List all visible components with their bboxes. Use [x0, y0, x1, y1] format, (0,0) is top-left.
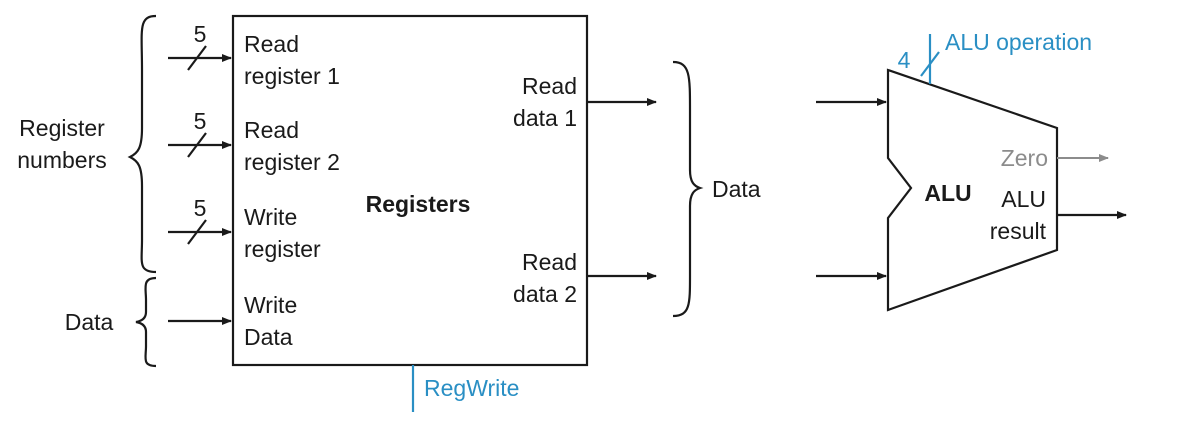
- register-file-box: [231, 14, 589, 367]
- regwrite-label: RegWrite: [424, 375, 519, 401]
- register-numbers-label-line2: numbers: [17, 147, 106, 173]
- read-register-2-bus-slash: [187, 132, 207, 158]
- data-input-label: Data: [65, 309, 114, 335]
- register-file-title: Registers: [366, 191, 471, 217]
- zero-label: Zero: [1001, 145, 1048, 171]
- read-register-1-label-line2: register 1: [244, 63, 340, 89]
- alu-result-label-line2: result: [990, 218, 1047, 244]
- read-data-2-label-line1: Read: [522, 249, 577, 275]
- write-data-label-line2: Data: [244, 324, 293, 350]
- read-register-1-bus-slash: [187, 45, 207, 71]
- read-data-1-label-line1: Read: [522, 73, 577, 99]
- register-numbers-label-line1: Register: [19, 115, 105, 141]
- write-register-label-line1: Write: [244, 204, 297, 230]
- read-register-2-bus-width: 5: [194, 108, 207, 134]
- read-register-2-label-line2: register 2: [244, 149, 340, 175]
- read-register-2-label-line1: Read: [244, 117, 299, 143]
- write-register-bus-width: 5: [194, 195, 207, 221]
- register-numbers-brace: [127, 14, 157, 274]
- alu-operation-bus-width: 4: [898, 47, 911, 73]
- write-register-label-line2: register: [244, 236, 321, 262]
- write-register-bus-slash: [187, 219, 207, 245]
- read-register-1-bus-width: 5: [194, 21, 207, 47]
- alu-operation-bus-slash: [920, 51, 940, 77]
- data-output-label: Data: [712, 176, 761, 202]
- read-data-1-label-line2: data 1: [513, 105, 577, 131]
- write-data-label-line1: Write: [244, 292, 297, 318]
- read-register-1-label-line1: Read: [244, 31, 299, 57]
- alu-title: ALU: [924, 180, 971, 206]
- alu-shape: [886, 68, 1059, 312]
- data-input-brace: [135, 276, 157, 368]
- alu-result-label-line1: ALU: [1001, 186, 1046, 212]
- alu-operation-label: ALU operation: [945, 29, 1092, 55]
- data-output-brace: [672, 60, 704, 318]
- read-data-2-label-line2: data 2: [513, 281, 577, 307]
